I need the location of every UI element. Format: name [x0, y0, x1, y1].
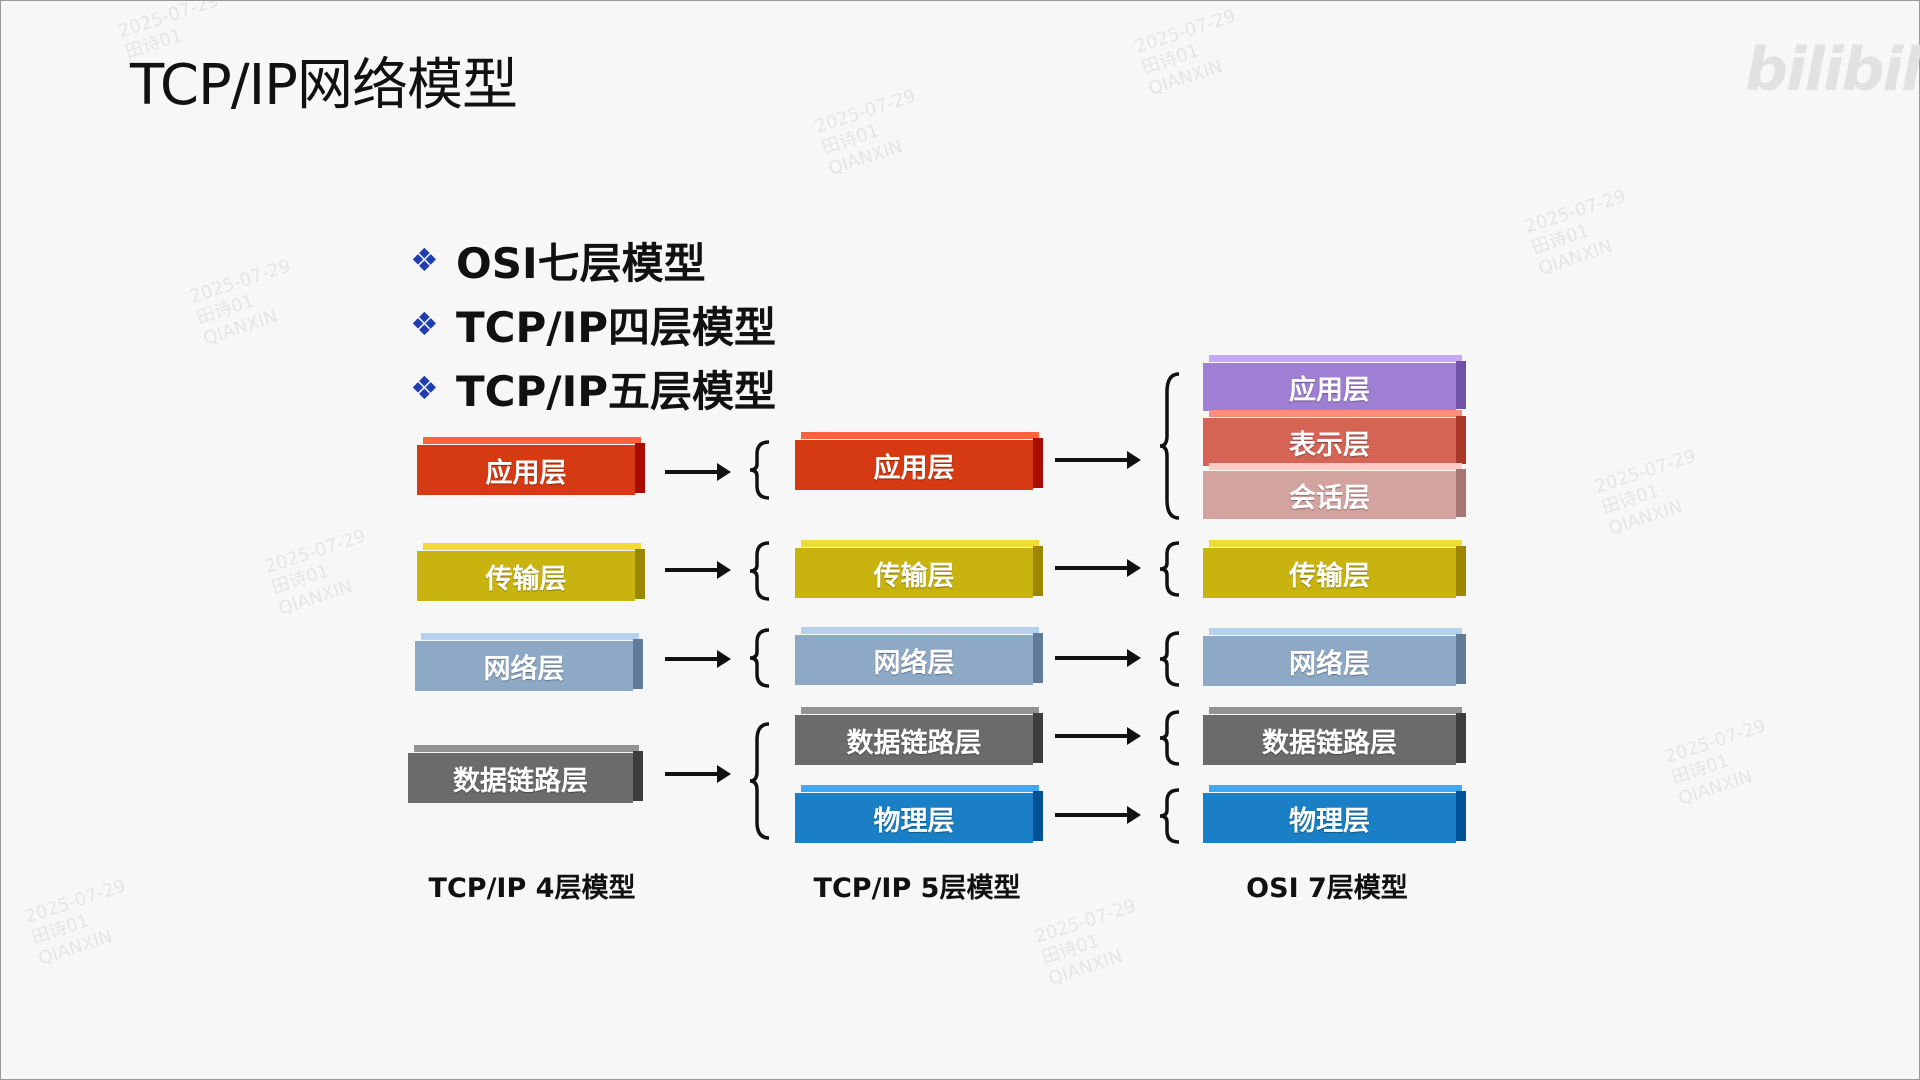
- left-brace-icon: [749, 541, 770, 601]
- left-brace-icon: [1159, 631, 1180, 687]
- tcp4-layer-transport: 传输层: [417, 543, 645, 601]
- left-brace-icon: [1159, 541, 1180, 597]
- tcp4-layer-datalink: 数据链路层: [408, 745, 643, 803]
- osi7-layer-physical: 物理层: [1203, 785, 1466, 843]
- page-title: TCP/IP网络模型: [130, 53, 518, 118]
- bilibili-logo: bilibili: [1745, 35, 1920, 105]
- osi7-layer-datalink: 数据链路层: [1203, 707, 1466, 765]
- arrow-right-icon: [1055, 727, 1141, 745]
- bullet-list: ❖ OSI七层模型 ❖ TCP/IP四层模型 ❖ TCP/IP五层模型: [410, 228, 776, 420]
- bullet-item: ❖ TCP/IP四层模型: [410, 292, 776, 356]
- osi7-layer-transport: 传输层: [1203, 540, 1466, 598]
- osi7-layer-application: 应用层: [1203, 355, 1466, 411]
- bullet-text: OSI七层模型: [456, 238, 706, 288]
- arrow-right-icon: [665, 463, 731, 481]
- bullet-text: TCP/IP五层模型: [456, 366, 777, 416]
- osi7-layer-session: 会话层: [1203, 463, 1466, 519]
- osi7-layer-network: 网络层: [1203, 628, 1466, 686]
- osi7-layer-presentation: 表示层: [1203, 410, 1466, 466]
- diamond-bullet-icon: ❖: [410, 305, 439, 343]
- left-brace-icon: [1159, 710, 1180, 766]
- arrow-right-icon: [1055, 451, 1141, 469]
- osi7-column-label: OSI 7层模型: [1246, 873, 1408, 904]
- tcp5-layer-datalink: 数据链路层: [795, 707, 1043, 765]
- bullet-text: TCP/IP四层模型: [456, 302, 777, 352]
- tcp5-layer-application: 应用层: [795, 432, 1043, 490]
- arrow-right-icon: [665, 765, 731, 783]
- left-brace-icon: [749, 440, 770, 500]
- arrow-right-icon: [1055, 559, 1141, 577]
- arrow-right-icon: [665, 561, 731, 579]
- left-brace-icon: [1159, 788, 1180, 844]
- tcp5-layer-transport: 传输层: [795, 540, 1043, 598]
- tcp5-column-label: TCP/IP 5层模型: [813, 873, 1021, 904]
- tcp5-layer-network: 网络层: [795, 627, 1043, 685]
- bullet-item: ❖ OSI七层模型: [410, 228, 776, 292]
- tcp4-layer-network: 网络层: [415, 633, 643, 691]
- left-brace-icon: [749, 722, 770, 840]
- arrow-right-icon: [1055, 806, 1141, 824]
- arrow-right-icon: [665, 650, 731, 668]
- tcp4-layer-application: 应用层: [417, 437, 645, 495]
- arrow-right-icon: [1055, 649, 1141, 667]
- tcp5-layer-physical: 物理层: [795, 785, 1043, 843]
- tcp4-column-label: TCP/IP 4层模型: [428, 873, 636, 904]
- diamond-bullet-icon: ❖: [410, 241, 439, 279]
- left-brace-icon: [749, 628, 770, 688]
- bullet-item: ❖ TCP/IP五层模型: [410, 356, 776, 420]
- diamond-bullet-icon: ❖: [410, 369, 439, 407]
- left-brace-icon: [1159, 372, 1180, 520]
